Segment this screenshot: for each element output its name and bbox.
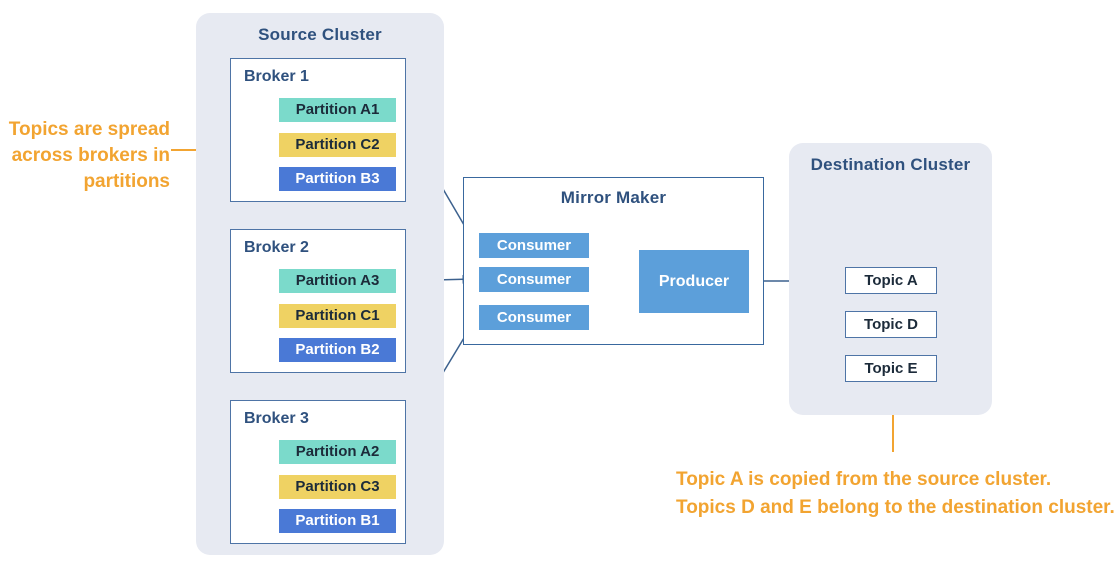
partition-a1: Partition A1 [279,98,396,122]
partition-c1: Partition C1 [279,304,396,328]
annotation-topic-copy: Topic A is copied from the source cluste… [676,466,1114,522]
topic-d-box: Topic D [845,311,937,338]
source-cluster-container: Source Cluster Broker 1 Partition A1 Par… [196,13,444,555]
producer-box: Producer [639,250,749,313]
annotation-left-line-2: across brokers in [11,145,170,166]
partition-c2: Partition C2 [279,133,396,157]
source-cluster-title: Source Cluster [258,25,382,44]
topic-a-box: Topic A [845,267,937,294]
partition-a3: Partition A3 [279,269,396,293]
mirror-maker-title: Mirror Maker [560,188,667,207]
broker-3-box: Broker 3 Partition A2 Partition C3 Parti… [230,400,406,544]
mirror-maker-box: Mirror Maker Consumer Consumer Consumer … [463,177,764,345]
partition-a2: Partition A2 [279,440,396,464]
destination-cluster-title: Destination Cluster [810,155,971,174]
broker-1-box: Broker 1 Partition A1 Partition C2 Parti… [230,58,406,202]
broker-2-box: Broker 2 Partition A3 Partition C1 Parti… [230,229,406,373]
partition-c3: Partition C3 [279,475,396,499]
partition-b2: Partition B2 [279,338,396,362]
topic-e-box: Topic E [845,355,937,382]
consumer-1-box: Consumer [479,233,589,258]
broker-3-label: Broker 3 [244,410,309,427]
annotation-left-line-1: Topics are spread [8,119,170,140]
annotation-bottom-line-1: Topic A is copied from the source cluste… [676,469,1052,490]
partition-b1: Partition B1 [279,509,396,533]
annotation-topics-spread: Topics are spread across brokers in part… [0,117,170,195]
broker-2-label: Broker 2 [244,239,309,256]
consumer-3-box: Consumer [479,305,589,330]
partition-b3: Partition B3 [279,167,396,191]
broker-1-label: Broker 1 [244,68,309,85]
consumer-2-box: Consumer [479,267,589,292]
annotation-bottom-line-2: Topics D and E belong to the destination… [676,497,1114,518]
annotation-left-line-3: partitions [83,171,170,192]
destination-cluster-container: Destination Cluster Topic A Topic D Topi… [789,143,992,415]
